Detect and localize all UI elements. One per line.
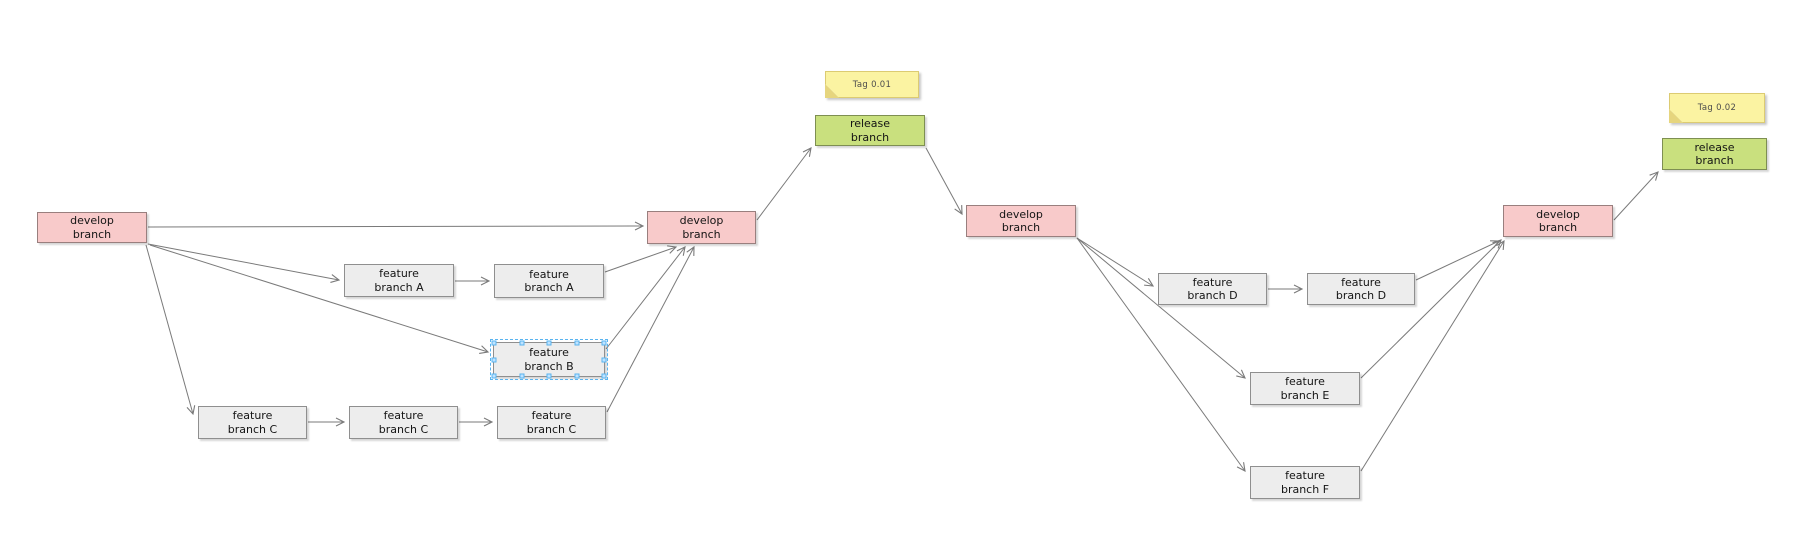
- edge-develop2-release1[interactable]: [756, 147, 812, 221]
- node-label-line-2: branch: [850, 130, 890, 144]
- edge-develop3-featureD1[interactable]: [1076, 237, 1155, 287]
- node-label-line-2: branch C: [378, 422, 429, 436]
- selection-handle[interactable]: [601, 357, 607, 362]
- node-feature-branch-f[interactable]: feature branch F: [1250, 466, 1360, 499]
- edge-develop1-featureA1[interactable]: [147, 243, 341, 283]
- note-tag-0-01[interactable]: Tag 0.01: [825, 71, 919, 98]
- node-label-line-2: branch A: [524, 281, 574, 294]
- node-feature-branch-a-1[interactable]: feature branch A: [344, 264, 454, 297]
- selection-handle[interactable]: [601, 373, 607, 379]
- node-label-line-1: develop: [999, 207, 1043, 221]
- node-feature-branch-b[interactable]: feature branch B: [490, 339, 608, 380]
- node-label-line-1: develop: [70, 214, 114, 227]
- edge-featureB-develop2[interactable]: [605, 246, 686, 350]
- selection-handle[interactable]: [491, 340, 497, 346]
- edge-featureC3-develop2[interactable]: [606, 245, 695, 413]
- edge-featureD2-develop4[interactable]: [1415, 240, 1501, 281]
- selection-handle[interactable]: [491, 357, 497, 362]
- node-label-line-2: branch C: [526, 422, 577, 436]
- selection-handle[interactable]: [574, 373, 579, 379]
- edge-develop1-featureC1[interactable]: [145, 244, 196, 416]
- node-feature-branch-e[interactable]: feature branch E: [1250, 372, 1360, 405]
- node-label-line-1: feature: [1341, 275, 1381, 289]
- note-body: Tag 0.01: [825, 71, 919, 98]
- note-body: Tag 0.02: [1669, 93, 1765, 123]
- node-label-line-2: branch: [1001, 221, 1041, 234]
- node-label-line-1: feature: [529, 346, 569, 359]
- node-label-line-1: develop: [1536, 207, 1580, 221]
- node-label-line-1: feature: [531, 409, 572, 422]
- edge-develop1-develop2[interactable]: [147, 221, 645, 231]
- edge-develop3-featureE[interactable]: [1076, 237, 1246, 379]
- note-tag-0-02[interactable]: Tag 0.02: [1669, 93, 1765, 123]
- node-develop-branch-4[interactable]: develop branch: [1503, 205, 1613, 237]
- node-label-line-2: branch D: [1335, 289, 1387, 302]
- node-label-line-2: branch D: [1187, 289, 1238, 302]
- selection-handle[interactable]: [491, 373, 497, 379]
- node-label-line-1: feature: [379, 267, 419, 280]
- node-feature-branch-a-2[interactable]: feature branch A: [494, 264, 604, 298]
- node-label-line-2: branch E: [1280, 388, 1330, 402]
- node-label-line-2: branch: [1695, 154, 1734, 167]
- node-label-line-1: release: [1694, 140, 1735, 154]
- note-label: Tag 0.01: [852, 79, 892, 90]
- node-feature-branch-c-1[interactable]: feature branch C: [198, 406, 307, 439]
- node-label-line-2: branch: [1538, 221, 1578, 234]
- node-label-line-2: branch: [682, 227, 721, 241]
- node-label-line-1: feature: [383, 409, 424, 422]
- node-feature-branch-c-3[interactable]: feature branch C: [497, 406, 606, 439]
- node-feature-branch-d-1[interactable]: feature branch D: [1158, 273, 1267, 305]
- node-label-line-1: develop: [679, 214, 724, 227]
- node-develop-branch-2[interactable]: develop branch: [647, 211, 756, 244]
- node-label-line-1: feature: [1285, 469, 1325, 482]
- node-feature-branch-d-2[interactable]: feature branch D: [1307, 273, 1415, 305]
- node-label-line-1: feature: [529, 267, 569, 281]
- node-label-line-2: branch A: [374, 280, 424, 294]
- edge-featureA2-develop2[interactable]: [604, 245, 678, 273]
- selection-handle[interactable]: [601, 340, 607, 346]
- selection-handle[interactable]: [519, 373, 524, 379]
- node-label-line-1: feature: [1285, 375, 1325, 388]
- node-label-line-1: feature: [1192, 275, 1233, 289]
- node-label-line-1: feature: [232, 409, 273, 422]
- node-label-line-2: branch C: [227, 422, 278, 436]
- selection-handle[interactable]: [546, 373, 552, 379]
- node-label-line-1: release: [849, 117, 891, 130]
- edge-develop3-featureF[interactable]: [1076, 237, 1246, 472]
- node-feature-branch-c-2[interactable]: feature branch C: [349, 406, 458, 439]
- node-label-line-2: branch F: [1280, 482, 1330, 496]
- edge-develop1-featureB[interactable]: [149, 244, 490, 354]
- edge-develop4-release2[interactable]: [1613, 171, 1659, 221]
- node-release-branch-2[interactable]: release branch: [1662, 138, 1767, 170]
- node-develop-branch-1[interactable]: develop branch: [37, 212, 147, 243]
- note-label: Tag 0.02: [1697, 103, 1737, 113]
- node-develop-branch-3[interactable]: develop branch: [966, 205, 1076, 237]
- node-release-branch-1[interactable]: release branch: [815, 115, 925, 146]
- edge-featureE-develop4[interactable]: [1360, 239, 1502, 379]
- edge-release1-develop3[interactable]: [925, 147, 963, 216]
- selection-handle[interactable]: [574, 340, 579, 346]
- selection-handle[interactable]: [519, 340, 524, 346]
- selection-handle[interactable]: [546, 340, 552, 346]
- edge-featureF-develop4[interactable]: [1360, 239, 1505, 472]
- node-label-line-2: branch: [72, 227, 112, 241]
- node-label-line-2: branch B: [524, 359, 574, 373]
